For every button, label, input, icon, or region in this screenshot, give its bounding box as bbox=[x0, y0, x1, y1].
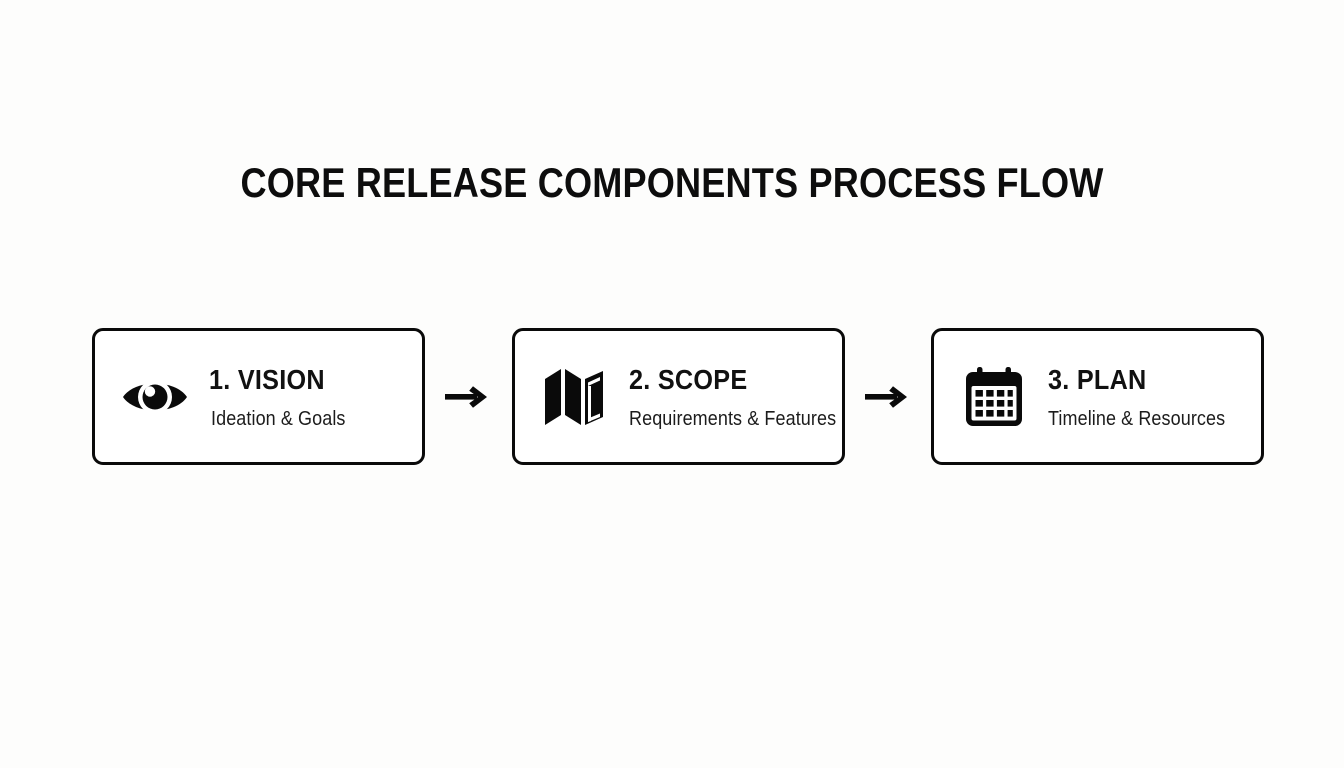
arrow-right-icon bbox=[425, 377, 511, 417]
step-card-text: 1. VISION Ideation & Goals bbox=[205, 362, 408, 430]
step-heading: 3. PLAN bbox=[1048, 364, 1147, 396]
eye-icon bbox=[119, 361, 191, 433]
step-heading: 1. VISION bbox=[209, 364, 325, 396]
arrow-right-icon bbox=[845, 377, 931, 417]
map-icon bbox=[539, 361, 611, 433]
step-subtitle: Ideation & Goals bbox=[211, 407, 346, 430]
step-heading: 2. SCOPE bbox=[628, 364, 747, 396]
process-flow-row: 1. VISION Ideation & Goals bbox=[92, 328, 1264, 465]
step-card-plan[interactable]: 3. PLAN Timeline & Resources bbox=[931, 328, 1264, 465]
page-title: CORE RELEASE COMPONENTS PROCESS FLOW bbox=[240, 159, 1104, 206]
step-subtitle: Timeline & Resources bbox=[1048, 407, 1226, 430]
step-card-text: 3. PLAN Timeline & Resources bbox=[1044, 362, 1247, 430]
calendar-icon bbox=[958, 361, 1030, 433]
step-card-scope[interactable]: 2. SCOPE Requirements & Features bbox=[511, 328, 845, 465]
step-subtitle: Requirements & Features bbox=[628, 407, 836, 430]
step-card-vision[interactable]: 1. VISION Ideation & Goals bbox=[92, 328, 425, 465]
step-card-text: 2. SCOPE Requirements & Features bbox=[625, 362, 859, 430]
